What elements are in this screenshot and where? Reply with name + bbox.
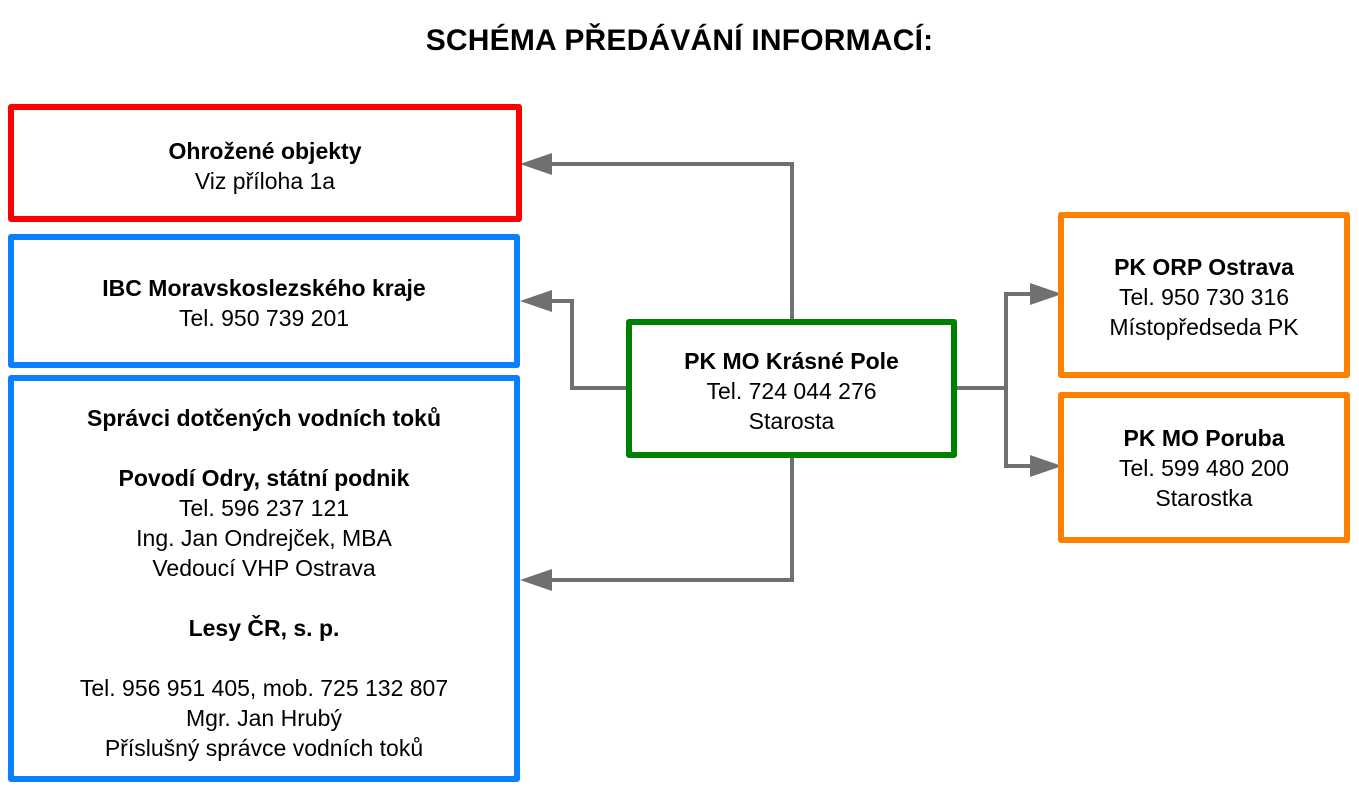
node-heading: PK ORP Ostrava [1114, 254, 1294, 280]
node-pk-orp-ostrava: PK ORP Ostrava Tel. 950 730 316 Místopře… [1058, 212, 1350, 378]
node-ibc-msk: IBC Moravskoslezského kraje Tel. 950 739… [8, 234, 520, 368]
lesy-contact: Mgr. Jan Hrubý [186, 705, 342, 731]
edge-center-to-spravci [520, 455, 794, 591]
node-pk-mo-poruba: PK MO Poruba Tel. 599 480 200 Starostka [1058, 392, 1350, 543]
povodi-contact: Ing. Jan Ondrejček, MBA [136, 525, 392, 551]
node-role: Starosta [748, 408, 835, 434]
diagram-title: SCHÉMA PŘEDÁVÁNÍ INFORMACÍ: [425, 24, 934, 57]
arrowhead-icon [1030, 283, 1062, 305]
node-text: Viz příloha 1a [194, 168, 336, 194]
node-ohrozene-objekty: Ohrožené objekty Viz příloha 1a [8, 104, 522, 222]
node-spravci-toku: Správci dotčených vodních toků Povodí Od… [8, 375, 520, 782]
node-pk-mo-krasne-pole: PK MO Krásné Pole Tel. 724 044 276 Staro… [626, 319, 957, 458]
node-phone: Tel. 950 730 316 [1118, 284, 1290, 310]
edge-center-to-poruba [1004, 388, 1062, 477]
node-role: Místopředseda PK [1109, 314, 1299, 340]
povodi-phone: Tel. 596 237 121 [178, 495, 350, 521]
node-heading: Ohrožené objekty [168, 138, 362, 164]
edge-center-to-ibc [520, 290, 628, 390]
lesy-heading: Lesy ČR, s. p. [188, 615, 340, 641]
arrowhead-icon [520, 153, 552, 175]
povodi-heading: Povodí Odry, státní podnik [118, 465, 410, 491]
node-heading: IBC Moravskoslezského kraje [102, 275, 426, 301]
edge-center-to-orp [956, 283, 1062, 390]
arrowhead-icon [520, 569, 552, 591]
lesy-role: Příslušný správce vodních toků [104, 735, 424, 761]
node-heading: PK MO Krásné Pole [684, 348, 899, 374]
node-phone: Tel. 724 044 276 [706, 378, 877, 404]
arrowhead-icon [520, 290, 552, 312]
arrowhead-icon [1030, 455, 1062, 477]
edge-center-to-ohrozene [520, 153, 794, 320]
node-heading: Správci dotčených vodních toků [86, 405, 442, 431]
node-phone: Tel. 950 739 201 [178, 305, 350, 331]
lesy-phone: Tel. 956 951 405, mob. 725 132 807 [79, 675, 449, 701]
node-phone: Tel. 599 480 200 [1118, 455, 1290, 481]
node-role: Starostka [1155, 485, 1253, 511]
povodi-role: Vedoucí VHP Ostrava [152, 555, 376, 581]
node-heading: PK MO Poruba [1123, 425, 1285, 451]
